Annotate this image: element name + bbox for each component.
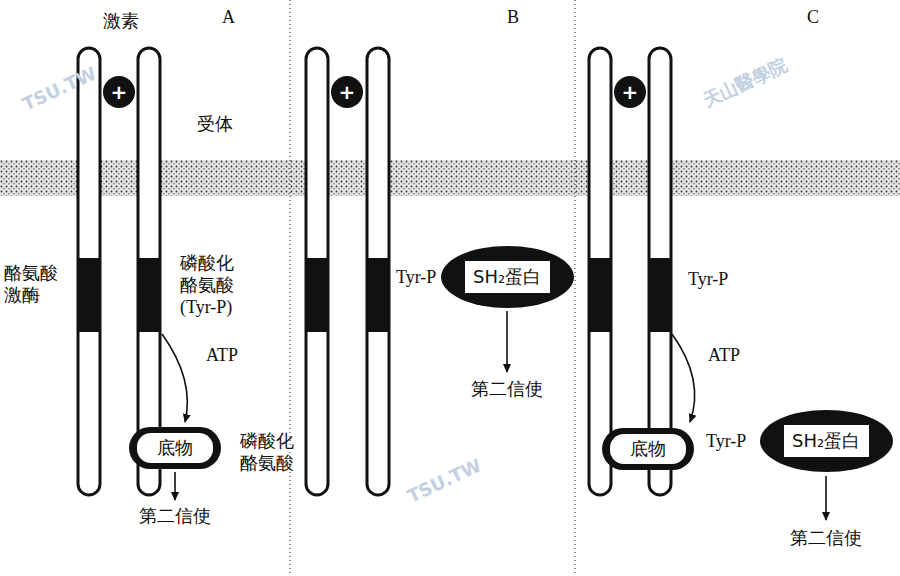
sh2-protein: SH₂蛋白: [441, 246, 574, 308]
messenger-label: 第二信使: [471, 378, 543, 400]
cell-membrane: [0, 160, 900, 196]
panel-letter: B: [507, 6, 519, 28]
substrate-text: 底物: [610, 434, 686, 464]
arrow: [162, 311, 826, 520]
receptor-label: 受体: [197, 113, 233, 135]
kinase-label: 酪氨酸 激酶: [4, 262, 62, 306]
messenger-label: 第二信使: [139, 505, 211, 527]
sh2-protein: SH₂蛋白: [760, 410, 893, 472]
kinase-domain: [78, 258, 671, 332]
panel-divider: [574, 0, 575, 576]
hormone-circle: +: [103, 76, 135, 108]
substrate-box: 底物: [602, 428, 694, 470]
receptor-bars: [78, 48, 671, 495]
phospho-label: 磷酸化 酪氨酸: [240, 430, 298, 474]
watermark: 天山醫學院: [700, 54, 791, 112]
phospho-label: 磷酸化 酪氨酸 (Tyr-P): [180, 252, 246, 318]
substrate-text: 底物: [137, 433, 213, 463]
atp-label: ATP: [206, 344, 238, 366]
plus-sign: +: [614, 76, 646, 108]
tyr-p-label: Tyr-P: [688, 268, 728, 290]
atp-label: ATP: [708, 344, 740, 366]
watermark: TSU.TW: [404, 454, 485, 507]
plus-sign: +: [103, 76, 135, 108]
hormone-circle: +: [614, 76, 646, 108]
panel-letter: A: [222, 6, 235, 28]
substrate-box: 底物: [129, 427, 221, 469]
plus-sign: +: [331, 76, 363, 108]
tyr-p-label: Tyr-P: [706, 430, 746, 452]
panel-divider: [289, 0, 290, 576]
panel-letter: C: [807, 6, 819, 28]
hormone-circle: +: [331, 76, 363, 108]
sh2-text: SH₂蛋白: [465, 261, 550, 293]
sh2-text: SH₂蛋白: [784, 425, 869, 457]
hormone-label: 激素: [103, 10, 139, 32]
messenger-label: 第二信使: [790, 527, 862, 549]
tyr-p-label: Tyr-P: [396, 266, 436, 288]
